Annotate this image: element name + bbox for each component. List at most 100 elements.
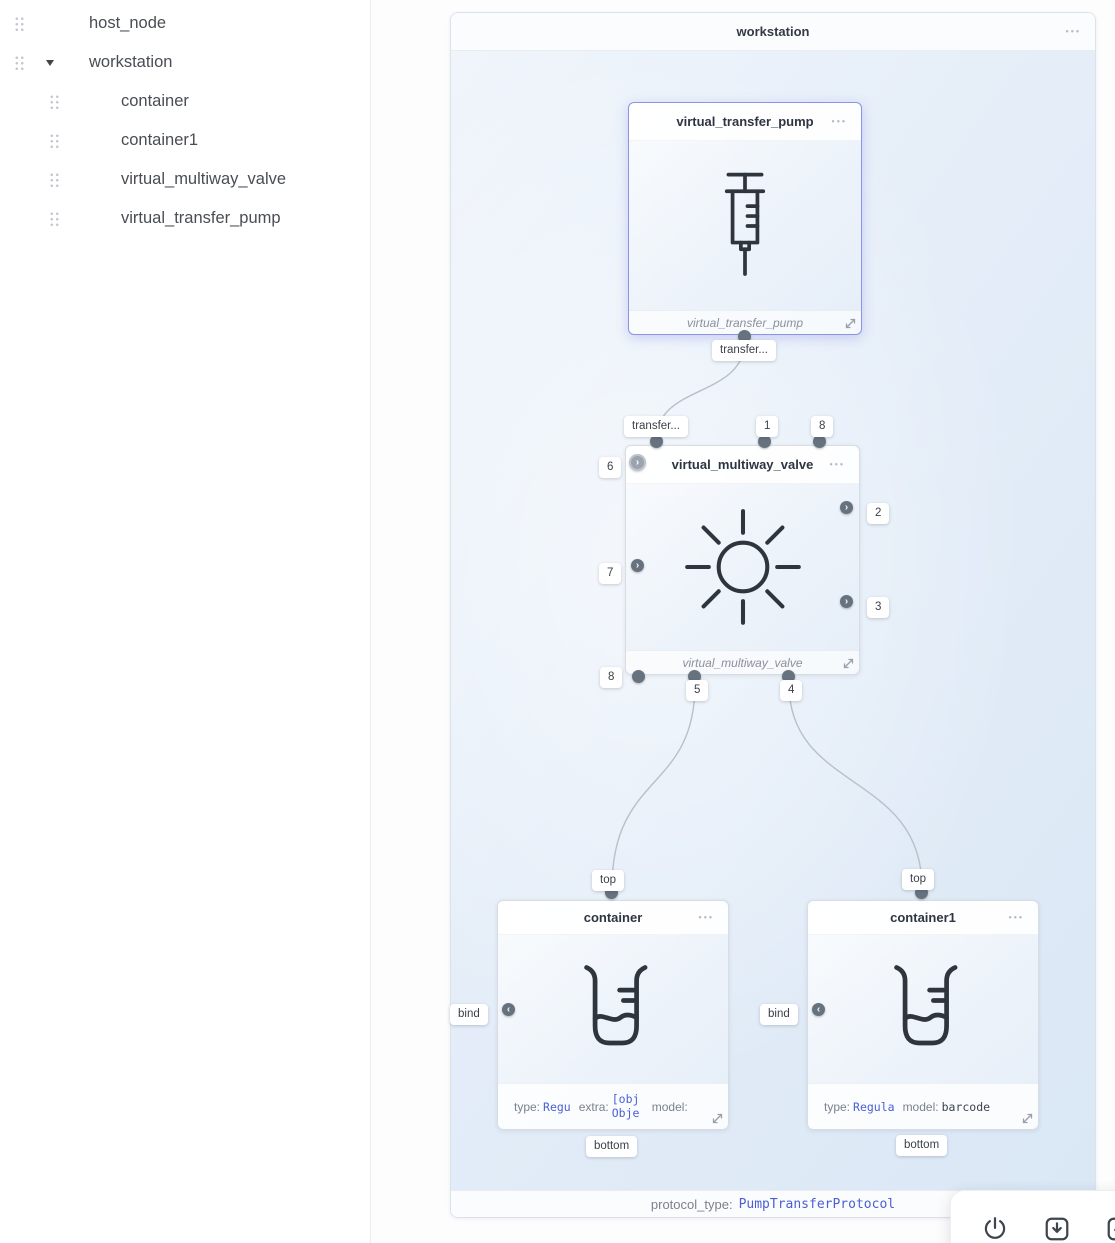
drag-handle-icon[interactable] [49, 211, 60, 226]
sidebar-item-virtual-transfer-pump[interactable]: virtual_transfer_pump [0, 199, 370, 238]
tree-item-label: host_node [89, 14, 167, 32]
port-dot-valve-transfer[interactable] [650, 435, 663, 448]
field-value-type[interactable]: Regula [853, 1099, 895, 1114]
resize-handle-icon[interactable] [842, 657, 855, 670]
tree-item-label: workstation [89, 53, 173, 71]
sidebar-item-container[interactable]: container [0, 82, 370, 121]
resize-handle-icon[interactable] [1021, 1112, 1034, 1125]
drag-handle-icon[interactable] [49, 172, 60, 187]
port-dot-valve-2[interactable]: › [840, 501, 853, 514]
node-footer-label: virtual_multiway_valve [682, 655, 803, 670]
tree-item-label: container1 [121, 131, 199, 149]
node-fields: type: Regula model: barcode [808, 1083, 1038, 1129]
field-label-extra: extra: [578, 1099, 609, 1114]
node-header[interactable]: virtual_multiway_valve ••• [626, 446, 859, 484]
protocol-type-label: protocol_type: [650, 1196, 733, 1212]
node-virtual-transfer-pump[interactable]: virtual_transfer_pump ••• virtual_transf… [628, 102, 862, 335]
port-chip-valve-2[interactable]: 2 [867, 503, 890, 525]
menu-icon[interactable]: ••• [831, 116, 847, 126]
protocol-type-value[interactable]: PumpTransferProtocol [738, 1196, 896, 1212]
port-chip-valve-1[interactable]: 1 [756, 416, 779, 438]
node-footer-label: virtual_transfer_pump [686, 315, 804, 330]
node-title: virtual_multiway_valve [671, 457, 814, 472]
export-icon[interactable] [1105, 1215, 1115, 1243]
node-fields: type: Regu extra: [obj Obje model: [498, 1083, 728, 1129]
port-chip-valve-7[interactable]: 7 [599, 563, 622, 585]
port-dot-valve-4[interactable] [782, 670, 795, 683]
port-chip-valve-4[interactable]: 4 [780, 680, 803, 702]
port-chip-valve-6[interactable]: 6 [599, 457, 622, 479]
port-chip-valve-8-top[interactable]: 8 [811, 416, 834, 438]
port-dot-valve-7[interactable]: › [631, 559, 644, 572]
field-value-model[interactable]: barcode [941, 1099, 991, 1114]
menu-icon[interactable]: ••• [1008, 912, 1024, 922]
chevron-right-icon: › [844, 595, 849, 607]
port-dot-valve-1[interactable] [758, 435, 771, 448]
power-icon[interactable] [981, 1215, 1009, 1243]
port-chip-valve-8-left[interactable]: 8 [600, 667, 623, 689]
port-chip-container1-bind[interactable]: bind [760, 1004, 798, 1026]
drag-handle-icon[interactable] [49, 133, 60, 148]
port-dot-valve-3[interactable]: › [840, 595, 853, 608]
port-chip-container1-bottom[interactable]: bottom [896, 1135, 948, 1157]
tree-item-label: virtual_transfer_pump [121, 209, 281, 227]
port-dot-valve-5[interactable] [688, 670, 701, 683]
node-header[interactable]: container ••• [498, 901, 728, 935]
workstation-title: workstation [736, 24, 810, 39]
import-icon[interactable] [1043, 1215, 1071, 1243]
port-chip-valve-3[interactable]: 3 [867, 597, 890, 619]
workstation-header[interactable]: workstation ••• [451, 13, 1095, 51]
multiway-valve-icon [684, 509, 801, 625]
port-chip-container-bottom[interactable]: bottom [586, 1136, 638, 1158]
port-chip-container-bind[interactable]: bind [450, 1004, 488, 1026]
menu-icon[interactable]: ••• [829, 459, 845, 469]
node-container[interactable]: container ••• type: Regu extra: [obj Obj… [497, 900, 729, 1130]
port-dot-container1-bind[interactable]: ‹ [812, 1003, 825, 1016]
drag-handle-icon[interactable] [14, 55, 25, 70]
node-title: virtual_transfer_pump [676, 114, 814, 129]
node-body [629, 141, 861, 310]
chevron-left-icon: ‹ [816, 1003, 821, 1015]
tree-item-label: virtual_multiway_valve [121, 170, 287, 188]
chevron-right-icon: › [844, 501, 849, 513]
sidebar-item-container1[interactable]: container1 [0, 121, 370, 160]
port-chip-valve-5[interactable]: 5 [686, 680, 709, 702]
port-chip-container-top[interactable]: top [592, 870, 624, 892]
port-chip-valve-transfer[interactable]: transfer... [624, 416, 688, 438]
syringe-icon [724, 172, 766, 276]
menu-icon[interactable]: ••• [1065, 26, 1081, 36]
port-dot-valve-8-top[interactable] [813, 435, 826, 448]
chevron-down-icon[interactable] [46, 59, 54, 66]
node-footer: virtual_multiway_valve [626, 650, 859, 674]
resize-handle-icon[interactable] [844, 317, 857, 330]
sidebar-item-virtual-multiway-valve[interactable]: virtual_multiway_valve [0, 160, 370, 199]
node-tree-sidebar: host_node workstation container containe… [0, 0, 371, 1243]
node-header[interactable]: container1 ••• [808, 901, 1038, 935]
field-label-model: model: [902, 1099, 939, 1114]
resize-handle-icon[interactable] [711, 1112, 724, 1125]
chevron-left-icon: ‹ [506, 1003, 511, 1015]
field-value-extra[interactable]: [obj Obje [611, 1092, 640, 1120]
sidebar-item-host-node[interactable]: host_node [0, 4, 370, 43]
port-chip-pump-transfer[interactable]: transfer... [712, 340, 776, 362]
field-value-type[interactable]: Regu [543, 1099, 571, 1114]
node-virtual-multiway-valve[interactable]: virtual_multiway_valve ••• virtual_multi… [625, 445, 860, 675]
node-title: container [583, 910, 643, 925]
menu-icon[interactable]: ••• [698, 912, 714, 922]
canvas-toolbar [950, 1190, 1115, 1243]
node-header[interactable]: virtual_transfer_pump ••• [629, 103, 861, 141]
node-body [626, 484, 859, 650]
beaker-icon [894, 965, 958, 1046]
node-container1[interactable]: container1 ••• type: Regula model: barco… [807, 900, 1039, 1130]
drag-handle-icon[interactable] [14, 16, 25, 31]
node-title: container1 [890, 910, 956, 925]
sidebar-item-workstation[interactable]: workstation [0, 43, 370, 82]
port-dot-valve-8-left[interactable] [632, 670, 645, 683]
port-chip-container1-top[interactable]: top [902, 869, 934, 891]
collapse-ports-icon[interactable]: › [629, 454, 646, 471]
port-dot-pump-transfer[interactable] [738, 330, 751, 343]
node-body [498, 935, 728, 1083]
caret-slot[interactable] [43, 59, 57, 66]
drag-handle-icon[interactable] [49, 94, 60, 109]
port-dot-container-bind[interactable]: ‹ [502, 1003, 515, 1016]
